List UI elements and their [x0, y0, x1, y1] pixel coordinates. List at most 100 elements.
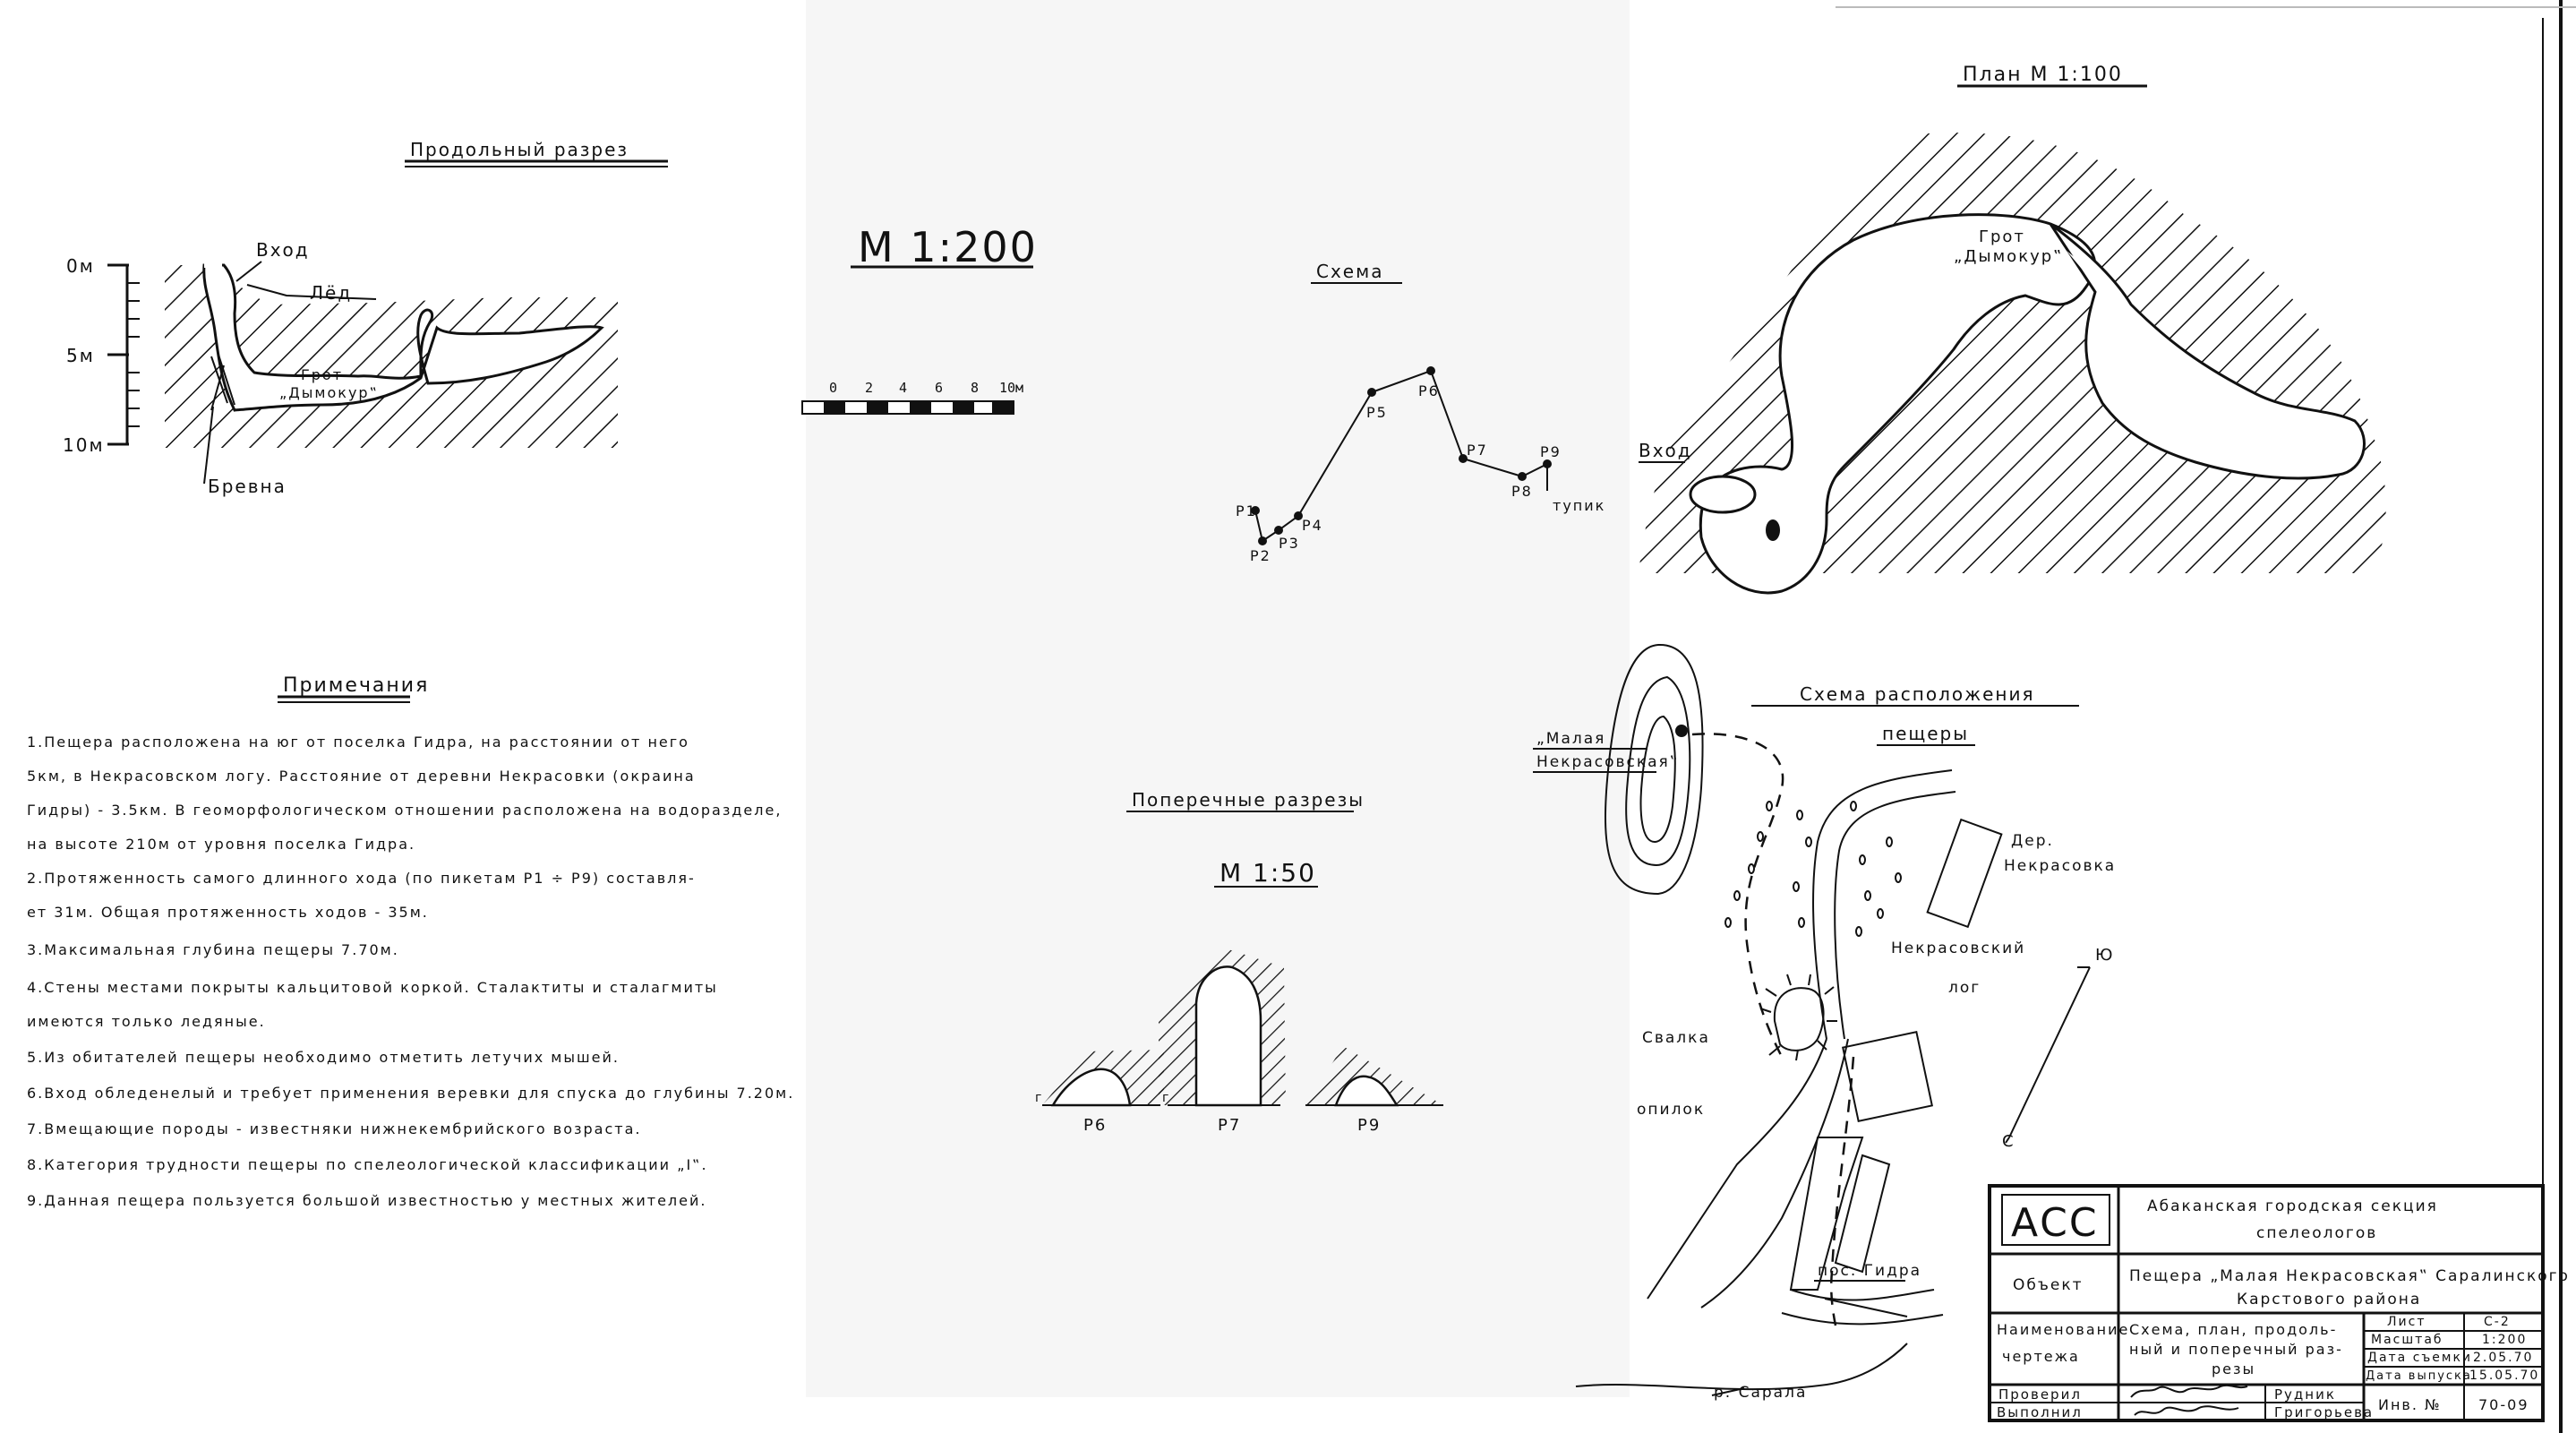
sheet-value: С-2 [2484, 1315, 2511, 1329]
cave-plan: План М 1:100 Грот „Дымокур‟ Вход [1639, 64, 2386, 595]
author-signature [2134, 1405, 2239, 1416]
longitudinal-profile: Продольный разрез 0м 5м 10м Вход [63, 139, 668, 497]
location-village-label-1: Дер. [2011, 832, 2054, 850]
notes-line-12: 7.Вмещающие породы - известняки нижнекем… [27, 1120, 641, 1137]
cross-sections: Поперечные разрезы М 1:50 г P6 г P7 P9 [1035, 789, 1443, 1135]
picket-p6: P6 [1418, 382, 1440, 399]
survey-date-label: Дата съемки [2367, 1351, 2472, 1365]
scale-tick-8: 8 [971, 380, 979, 396]
scale-block: М 1:200 0 2 4 6 8 10м [801, 223, 1038, 415]
picket-p8: P8 [1511, 483, 1533, 500]
plan-title: План М 1:100 [1963, 64, 2123, 86]
location-cave-label-1: „Малая [1536, 730, 1605, 748]
notes-line-9: имеются только ледяные. [27, 1013, 266, 1030]
location-log-label-1: Некрасовский [1891, 940, 2025, 957]
cross-ground-mark-2: г [1162, 1091, 1170, 1105]
checked-name: Рудник [2274, 1386, 2336, 1403]
picket-p7: P7 [1467, 442, 1488, 459]
depth-label-0: 0м [66, 255, 95, 277]
location-river-label: р. Сарала [1714, 1384, 1807, 1402]
plan-entrance-label: Вход [1639, 440, 1692, 461]
inventory-label: Инв. № [2378, 1396, 2442, 1413]
scale-label: Масштаб [2371, 1333, 2443, 1347]
location-scheme: Схема расположения пещеры „Малая Некрасо… [1533, 643, 2116, 1402]
survey-date-value: 2.05.70 [2473, 1351, 2533, 1365]
location-dump-label-2: опилок [1637, 1101, 1705, 1119]
issue-date-value: 15.05.70 [2469, 1369, 2539, 1383]
notes-line-10: 5.Из обитателей пещеры необходимо отмети… [27, 1049, 620, 1066]
notes-line-4: на высоте 210м от уровня поселка Гидра. [27, 836, 415, 853]
profile-grotto-label-1: Грот [301, 366, 343, 383]
location-village-label-2: Некрасовка [2004, 857, 2116, 875]
inventory-value: 70-09 [2478, 1396, 2529, 1413]
checker-signature [2130, 1384, 2248, 1398]
location-title-2: пещеры [1882, 723, 1969, 744]
checked-label: Проверил [1998, 1386, 2082, 1403]
done-label: Выполнил [1997, 1404, 2083, 1420]
plan-grotto-label-2: „Дымокур‟ [1954, 247, 2063, 266]
picket-p9: P9 [1540, 443, 1562, 460]
notes-line-7: 3.Максимальная глубина пещеры 7.70м. [27, 941, 399, 958]
scale-tick-4: 4 [899, 380, 907, 396]
notes-line-1: 1.Пещера расположена на юг от поселка Ги… [27, 734, 689, 751]
drawing-name-label-1: Наименование [1997, 1321, 2129, 1338]
notes-line-8: 4.Стены местами покрыты кальцитовой корк… [27, 979, 718, 996]
cross-label-p9: P9 [1357, 1116, 1381, 1135]
notes-line-6: ет 31м. Общая протяженность ходов - 35м. [27, 904, 429, 921]
drawing-name-line-2: ный и поперечный раз- [2129, 1341, 2343, 1358]
object-line-2: Карстового района [2237, 1291, 2421, 1309]
location-log-label-2: лог [1948, 979, 1981, 997]
dead-end-label: тупик [1553, 497, 1605, 514]
location-settlement-label: пос. Гидра [1818, 1262, 1921, 1280]
org-line-1: Абаканская городская секция [2147, 1197, 2438, 1215]
object-line-1: Пещера „Малая Некрасовская‟ Саралинского [2129, 1267, 2570, 1285]
picket-p2: P2 [1250, 547, 1271, 564]
scheme-title: Схема [1316, 261, 1383, 282]
depth-scale: 0м 5м 10м [63, 255, 140, 456]
issue-date-label: Дата выпуска [2366, 1369, 2472, 1383]
plan-grotto-label-1: Грот [1979, 227, 2025, 246]
picket-p5: P5 [1366, 404, 1388, 421]
main-scale-label: М 1:200 [858, 223, 1038, 271]
notes: Примечания 1.Пещера расположена на юг от… [27, 674, 794, 1209]
picket-p1: P1 [1236, 502, 1257, 519]
scale-tick-0: 0 [829, 380, 837, 396]
scale-value: 1:200 [2482, 1333, 2527, 1347]
logo-text: АСС [2011, 1200, 2099, 1246]
org-line-2: спелеологов [2256, 1224, 2377, 1242]
notes-line-13: 8.Категория трудности пещеры по спелеоло… [27, 1156, 708, 1173]
location-dump-label-1: Свалка [1642, 1029, 1710, 1047]
profile-title: Продольный разрез [410, 139, 629, 160]
north-label: Ю [2095, 946, 2114, 965]
scale-tick-10: 10м [999, 380, 1023, 396]
picket-p3: P3 [1279, 535, 1300, 552]
title-block: АСС Абаканская городская секция спелеоло… [1988, 1184, 2570, 1422]
scale-bar [801, 400, 1014, 415]
profile-passage [202, 263, 604, 412]
south-label: С [2002, 1132, 2015, 1151]
notes-line-5: 2.Протяженность самого длинного хода (по… [27, 870, 696, 887]
notes-line-2: 5км, в Некрасовском логу. Расстояние от … [27, 768, 696, 785]
depth-label-5: 5м [66, 345, 95, 366]
drawing-name-line-1: Схема, план, продоль- [2129, 1321, 2337, 1338]
cross-title: Поперечные разрезы [1132, 789, 1365, 811]
scale-tick-2: 2 [865, 380, 873, 396]
location-title-1: Схема расположения [1800, 683, 2035, 705]
profile-logs-label: Бревна [208, 476, 287, 497]
drawing-name-label-2: чертежа [2002, 1348, 2080, 1365]
location-cave-label-2: Некрасовская‟ [1536, 753, 1680, 771]
cross-label-p6: P6 [1083, 1116, 1107, 1135]
survey-scheme: Схема P1 P2 P3 P4 P5 P6 P7 P8 P9 тупик [1236, 261, 1605, 564]
notes-title: Примечания [283, 674, 429, 697]
notes-line-3: Гидры) - 3.5км. В геоморфологическом отн… [27, 802, 782, 819]
profile-entrance-label: Вход [256, 239, 310, 261]
cross-scale-label: М 1:50 [1220, 858, 1316, 888]
notes-line-11: 6.Вход обледенелый и требует применения … [27, 1085, 794, 1102]
notes-line-14: 9.Данная пещера пользуется большой извес… [27, 1192, 706, 1209]
cross-label-p7: P7 [1218, 1116, 1241, 1135]
profile-grotto-label-2: „Дымокур‟ [279, 384, 379, 401]
profile-ice-label: Лёд [310, 282, 352, 304]
depth-label-10: 10м [63, 434, 105, 456]
object-label: Объект [2013, 1276, 2084, 1294]
